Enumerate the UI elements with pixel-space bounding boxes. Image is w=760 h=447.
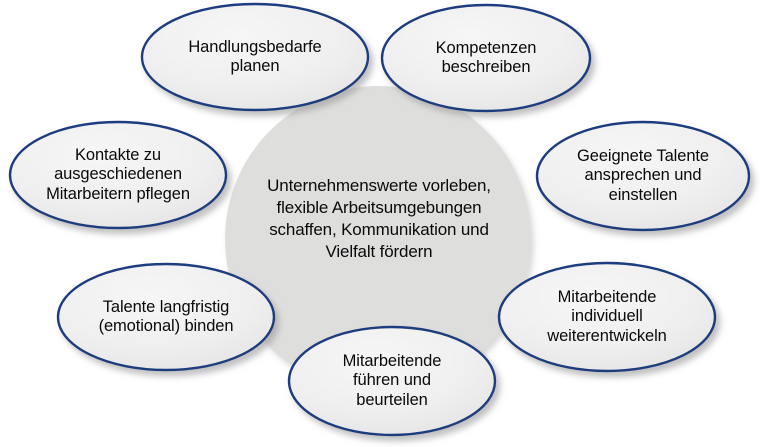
- node-ellipse-handlungsbedarfe-planen[interactable]: [140, 2, 370, 112]
- node-ellipse-mitarbeitende-individuell-weiterentwickeln[interactable]: [497, 261, 717, 373]
- node-ellipse-kompetenzen-beschreiben[interactable]: [380, 3, 592, 113]
- node-ellipse-geeignete-talente-ansprechen-und-einstellen[interactable]: [535, 120, 751, 232]
- node-ellipse-mitarbeitende-fuehren-und-beurteilen[interactable]: [287, 325, 497, 437]
- center-circle: [225, 86, 531, 392]
- node-ellipse-kontakte-zu-ausgeschiedenen-mitarbeitern-pflegen[interactable]: [8, 120, 228, 230]
- center-circle-group: [225, 86, 531, 392]
- node-ellipse-talente-langfristig-emotional-binden[interactable]: [56, 262, 276, 372]
- node-ellipses-group: [8, 2, 751, 437]
